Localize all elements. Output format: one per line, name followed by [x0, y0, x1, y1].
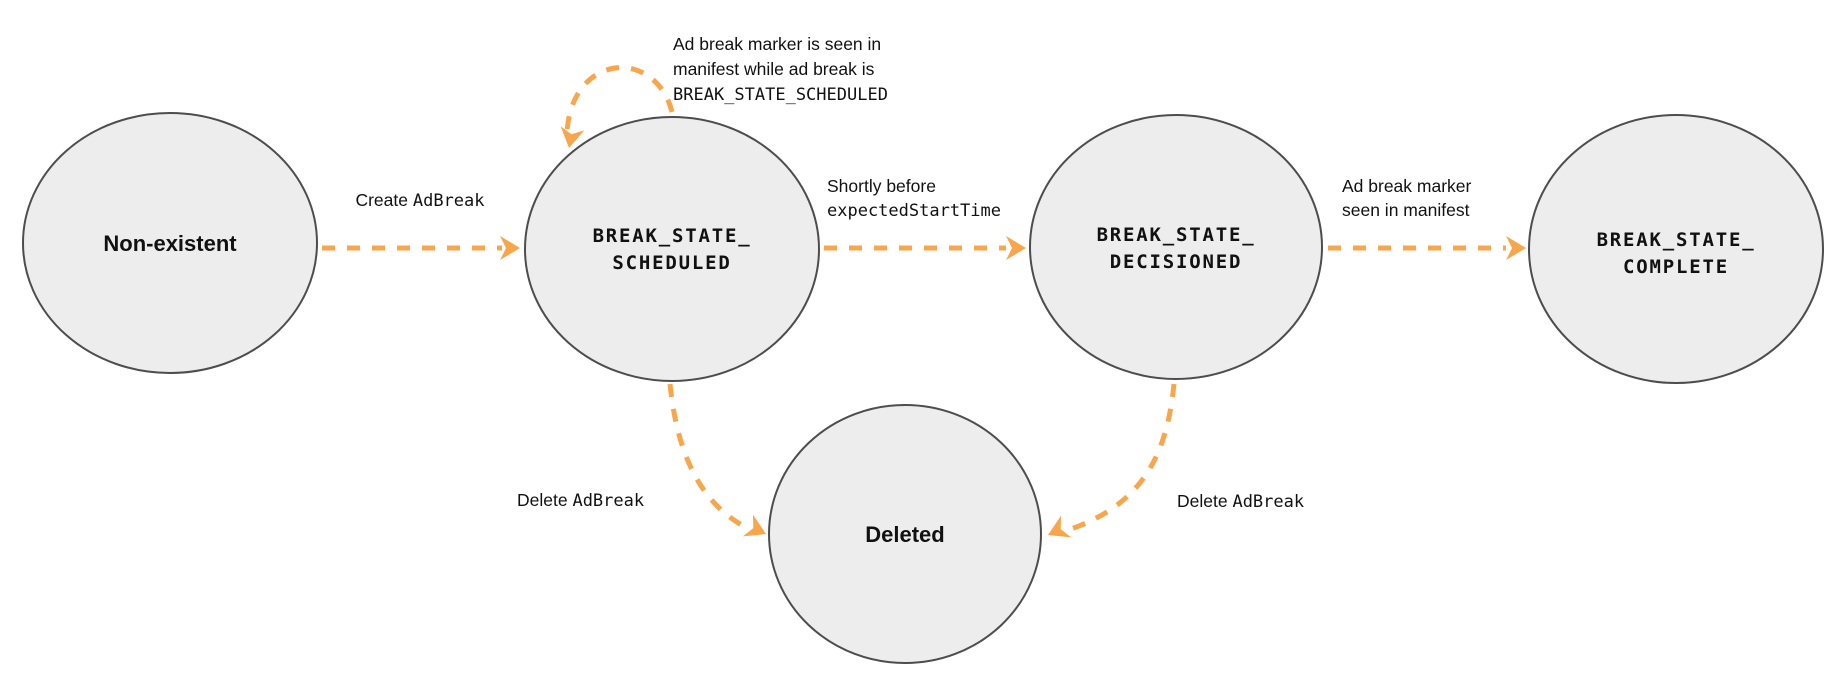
edge-label-delete-adbreak-right: Delete AdBreak — [1177, 491, 1304, 512]
edge-label-self-loop-line1: Ad break marker is seen in — [673, 34, 881, 54]
arrowhead-create-adbreak — [500, 236, 520, 260]
arrowhead-delete-adbreak-right — [1042, 515, 1072, 546]
edge-label-before-start-line1: Shortly before — [827, 176, 936, 196]
edge-label-create-adbreak: Create AdBreak — [355, 190, 484, 211]
edge-label-create-code: AdBreak — [413, 191, 485, 211]
state-node-break-state-decisioned — [1029, 114, 1323, 380]
state-node-break-state-complete — [1528, 114, 1824, 384]
arrowhead-before-expected-start-time — [1006, 236, 1026, 260]
arrowhead-delete-adbreak-left — [742, 514, 772, 545]
edge-self-loop-scheduled — [564, 65, 675, 133]
node-label-scheduled-line1: BREAK_STATE_ — [593, 225, 752, 247]
state-node-deleted — [768, 404, 1042, 664]
edge-label-create-plain: Create — [355, 190, 412, 210]
node-label-deleted: Deleted — [865, 522, 944, 547]
node-label-decisioned-line2: DECISIONED — [1110, 251, 1242, 273]
node-label-complete-line1: BREAK_STATE_ — [1597, 229, 1756, 251]
edge-label-marker-seen-line2: seen in manifest — [1342, 200, 1470, 220]
edge-label-delete-left-code: AdBreak — [572, 491, 644, 511]
edge-delete-adbreak-right — [1067, 383, 1177, 533]
node-label-scheduled-line2: SCHEDULED — [612, 252, 731, 274]
edge-label-marker-seen-line1: Ad break marker — [1342, 176, 1472, 196]
edge-label-delete-adbreak-left: Delete AdBreak — [517, 490, 644, 511]
edge-delete-adbreak-left — [667, 383, 751, 532]
node-label-complete-line2: COMPLETE — [1623, 256, 1729, 278]
node-label-non-existent: Non-existent — [103, 231, 237, 256]
state-node-non-existent — [22, 112, 318, 374]
edge-label-delete-left-plain: Delete — [517, 490, 572, 510]
arrowhead-marker-seen-in-manifest — [1506, 236, 1526, 260]
edge-label-delete-right-plain: Delete — [1177, 491, 1232, 511]
edge-label-self-loop-line2: manifest while ad break is — [673, 59, 875, 79]
node-label-decisioned-line1: BREAK_STATE_ — [1097, 224, 1256, 246]
edge-label-before-start-line2: expectedStartTime — [827, 201, 1001, 221]
state-node-break-state-scheduled — [524, 116, 820, 382]
edge-label-self-loop-line3: BREAK_STATE_SCHEDULED — [673, 85, 888, 105]
edge-label-delete-right-code: AdBreak — [1232, 492, 1304, 512]
